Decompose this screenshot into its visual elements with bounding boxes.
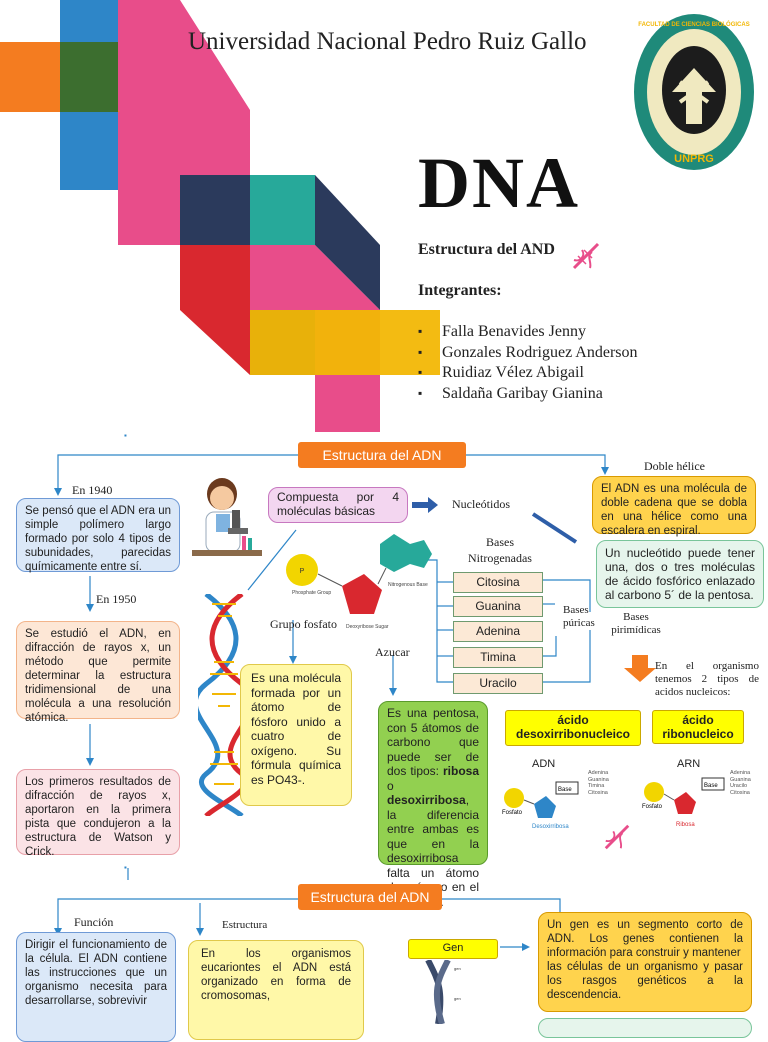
- adn-fosfato-text: Fosfato: [502, 810, 523, 816]
- box-1940: Se pensó que el ADN era un simple políme…: [16, 498, 180, 573]
- faculty-seal-logo: UNPRG FACULTAD DE CIENCIAS BIOLÓGICAS: [634, 14, 754, 170]
- azucar-label: Azucar: [375, 645, 410, 659]
- member-item: Gonzales Rodriguez Anderson: [418, 342, 638, 364]
- dna-small-icon: [572, 242, 600, 270]
- box-1950: Se estudió el ADN, en difracción de rayo…: [16, 621, 180, 724]
- arn-sugar-text: Ribosa: [676, 822, 695, 828]
- estructura-label: Estructura: [222, 919, 268, 931]
- gen-box: Un gen es un segmento corto de ADN. Los …: [538, 912, 752, 1012]
- estructura-box: En los organismos eucariontes el ADN est…: [188, 940, 364, 1040]
- diagram-base-label: Nitrogenous Base: [388, 582, 428, 588]
- arn-nucleotide-diagram: Base Fosfato Ribosa Adenina Guanina Urac…: [642, 770, 751, 828]
- bases-nitrogenadas-label: Bases Nitrogenadas: [468, 535, 532, 565]
- base-citosina: Citosina: [453, 572, 543, 593]
- member-item: Saldaña Garibay Gianina: [418, 383, 638, 405]
- nucleotido-box: Un nucleótido puede tener una, dos o tre…: [596, 540, 764, 608]
- chromosome-illustration: gen gen: [425, 960, 461, 1024]
- diagram-sugar-label: Deoxyribose Sugar: [346, 624, 389, 630]
- gen-label: Gen: [408, 939, 498, 959]
- bases-puricas-label: Bases púricas: [563, 604, 595, 629]
- university-name: Universidad Nacional Pedro Ruiz Gallo: [188, 28, 587, 55]
- organismo-text: En el organismo tenemos 2 tipos de acido…: [655, 660, 759, 698]
- compuesta-box: Compuesta por 4 moléculas básicas: [268, 487, 408, 523]
- base-adenina: Adenina: [453, 621, 543, 642]
- azucar-intro: Es una pentosa, con 5 átomos de carbono …: [387, 706, 479, 778]
- label-1940: En 1940: [72, 483, 113, 497]
- box-results: Los primeros resultados de difracción de…: [16, 769, 180, 858]
- dna-ribbon-graphic: [0, 0, 440, 432]
- section-banner: Estructura del ADN: [298, 442, 466, 468]
- label-1950: En 1950: [96, 592, 137, 606]
- section-marker: ▪: [124, 863, 127, 872]
- adn-bases-list: Adenina Guanina Timina Citosina: [588, 770, 609, 796]
- ribosa-text: ribosa: [442, 764, 479, 778]
- adn-nucleotide-diagram: Base Fosfato Desoxirribosa Adenina Guani…: [502, 770, 609, 830]
- bases-pirimidicas-label: Bases pirimídicas: [611, 611, 661, 636]
- seal-top-text: FACULTAD DE CIENCIAS BIOLÓGICAS: [638, 20, 749, 28]
- dna-small-icon: [604, 824, 630, 850]
- svg-text:gen: gen: [454, 966, 461, 971]
- nucleotide-diagram: P Phosphate Group Nitrogenous Base Deoxy…: [286, 534, 432, 630]
- section-marker: ▪: [124, 431, 127, 440]
- azucar-box: Es una pentosa, con 5 átomos de carbono …: [378, 701, 488, 909]
- diagram-phosphate-label: Phosphate Group: [292, 590, 331, 596]
- doble-helice-label: Doble hélice: [644, 459, 705, 473]
- funcion-label: Función: [74, 915, 114, 929]
- base-timina: Timina: [453, 647, 543, 668]
- page-title: DNA: [418, 143, 580, 223]
- base-uracilo: Uracilo: [453, 673, 543, 694]
- arn-base-text: Base: [704, 783, 718, 789]
- acido-ribonucleico-label: ácido ribonucleico: [652, 710, 744, 744]
- svg-text:P: P: [300, 568, 305, 575]
- gen-text-2: las células de un organismo y pasar los …: [547, 961, 743, 1001]
- arn-fosfato-text: Fosfato: [642, 804, 663, 810]
- member-item: Ruidiaz Vélez Abigail: [418, 362, 638, 384]
- scientist-illustration: [192, 478, 262, 556]
- members-heading: Integrantes:: [418, 282, 502, 299]
- arn-bases-list: Adenina Guanina Uracilo Citosina: [730, 770, 751, 796]
- gen-text-1: Un gen es un segmento corto de ADN. Los …: [547, 919, 743, 959]
- grupo-fosfato-label: Grupo fosfato: [270, 617, 337, 631]
- fosfato-box: Es una molécula formada por un átomo de …: [240, 664, 352, 806]
- arn-label: ARN: [677, 758, 701, 770]
- nucleotidos-label: Nucleótidos: [452, 497, 510, 511]
- desoxirribosa-text: desoxirribosa: [387, 793, 466, 807]
- azucar-or: o: [387, 778, 394, 793]
- adn-base-text: Base: [558, 787, 572, 793]
- subtitle: Estructura del AND: [418, 241, 555, 258]
- section-banner: Estructura del ADN: [298, 884, 442, 910]
- adn-label: ADN: [532, 758, 556, 770]
- funcion-box: Dirigir el funcionamiento de la célula. …: [16, 932, 176, 1042]
- members-list: Falla Benavides Jenny Gonzales Rodriguez…: [418, 321, 638, 405]
- adn-sugar-text: Desoxirribosa: [532, 824, 569, 830]
- doble-helice-box: El ADN es una molécula de doble cadena q…: [592, 476, 756, 537]
- next-box: [538, 1018, 752, 1038]
- seal-bottom-text: UNPRG: [674, 153, 714, 165]
- base-guanina: Guanina: [453, 596, 543, 617]
- svg-text:gen: gen: [454, 996, 461, 1001]
- acido-desoxirribonucleico-label: ácido desoxirribonucleico: [505, 710, 641, 746]
- member-item: Falla Benavides Jenny: [418, 321, 638, 343]
